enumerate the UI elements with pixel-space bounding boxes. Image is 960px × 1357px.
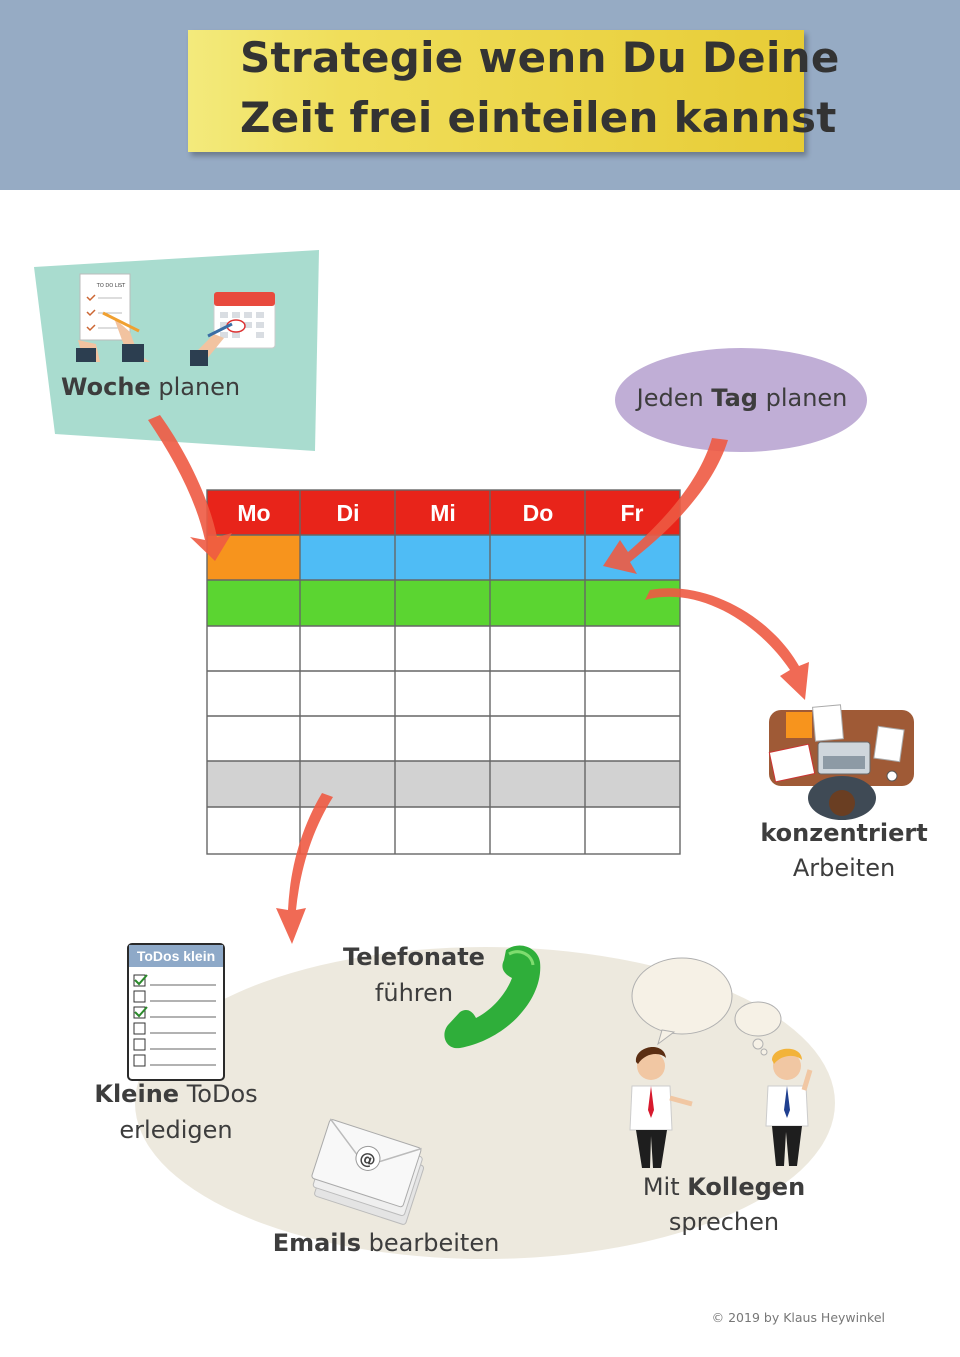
arrow-table-to-work — [276, 793, 333, 944]
svg-text:@: @ — [357, 1147, 378, 1170]
day-header-mo: Mo — [237, 500, 270, 526]
calendar-icon — [190, 292, 276, 366]
phone-label-rest: führen — [374, 979, 454, 1007]
colleagues-label-line1: Mit Kollegen — [642, 1173, 806, 1201]
slot-green — [207, 580, 680, 626]
phone-icon — [444, 945, 541, 1049]
todos-label-line2: erledigen — [119, 1116, 233, 1144]
flow-arrows — [148, 415, 809, 944]
emails-label: Emails bearbeiten — [272, 1229, 500, 1257]
arrow-week-to-table — [148, 415, 232, 561]
arrow-day-to-table — [603, 438, 728, 574]
colleagues-label-line2: sprechen — [668, 1208, 780, 1236]
week-plan-label: Woche planen — [61, 373, 241, 401]
table-header-row — [207, 490, 680, 535]
slot-gray — [207, 761, 680, 807]
day-plan-bubble — [615, 348, 867, 452]
day-header-do: Do — [523, 500, 554, 526]
day-header-fr: Fr — [621, 500, 644, 526]
focus-label-bold: konzentriert — [760, 819, 928, 847]
day-header-mi: Mi — [430, 500, 456, 526]
day-plan-label: Jeden Tag planen — [636, 384, 848, 412]
arrow-table-to-focus — [645, 588, 809, 700]
focus-label-rest: Arbeiten — [792, 854, 896, 882]
copyright-text: © 2019 by Klaus Heywinkel — [711, 1310, 885, 1325]
day-header-di: Di — [337, 500, 360, 526]
todos-card-title: ToDos klein — [137, 948, 215, 964]
todos-card: ToDos klein — [127, 943, 225, 1081]
todo-list-icon: TO DO LIST — [76, 273, 150, 362]
todos-label-line1: Kleine ToDos — [94, 1080, 258, 1108]
title-line-2: Zeit frei einteilen kannst — [240, 93, 837, 142]
email-icon: @ — [311, 1118, 425, 1225]
todo-list-caption: TO DO LIST — [96, 283, 126, 289]
title-line-1: Strategie wenn Du Deine — [240, 33, 840, 82]
week-table: Mo Di Mi Do Fr — [206, 489, 681, 855]
focused-work-icon — [768, 704, 914, 820]
title-banner: Strategie wenn Du Deine Zeit frei eintei… — [188, 30, 840, 152]
table-grid — [206, 489, 681, 855]
colleagues-illustration — [629, 957, 813, 1168]
phone-label-bold: Telefonate — [343, 943, 485, 971]
